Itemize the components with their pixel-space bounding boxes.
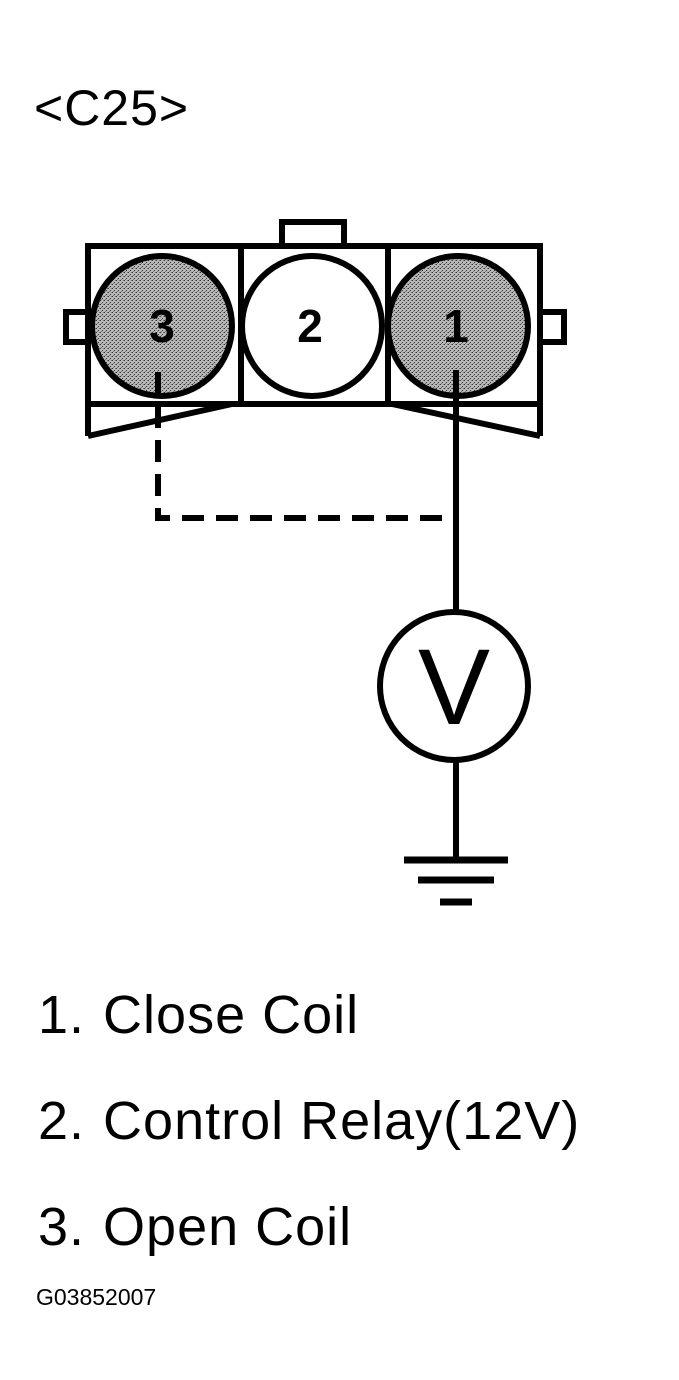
voltmeter-icon: V [377,609,531,763]
voltmeter-symbol: V [418,626,490,747]
legend-item-3: 3. Open Coil [38,1194,580,1260]
legend-item-2-label: Control Relay(12V) [103,1091,581,1151]
connector-id-label: <C25> [34,80,190,136]
pin-2-cavity: 2 [239,253,385,399]
figure-code: G03852007 [36,1284,157,1310]
pin-3-cavity: 3 [89,253,235,399]
legend-item-3-number: 3. [38,1197,86,1257]
pin-1-cavity: 1 [385,253,531,399]
ground-icon [404,856,508,906]
pin-2-number: 2 [297,300,323,352]
pin-legend: 1. Close Coil 2. Control Relay(12V) 3. Open… [38,982,580,1300]
legend-item-1-number: 1. [38,985,86,1045]
legend-item-3-label: Open Coil [103,1197,353,1257]
pin-1-number: 1 [443,300,469,352]
connector-diagram: 3 2 1 V [63,219,567,906]
legend-item-2-number: 2. [38,1091,86,1151]
pin-3-number: 3 [149,300,175,352]
legend-item-1-label: Close Coil [103,985,360,1045]
pin-3-dashed-lead [155,372,446,521]
legend-item-2: 2. Control Relay(12V) [38,1088,580,1154]
legend-item-1: 1. Close Coil [38,982,580,1048]
